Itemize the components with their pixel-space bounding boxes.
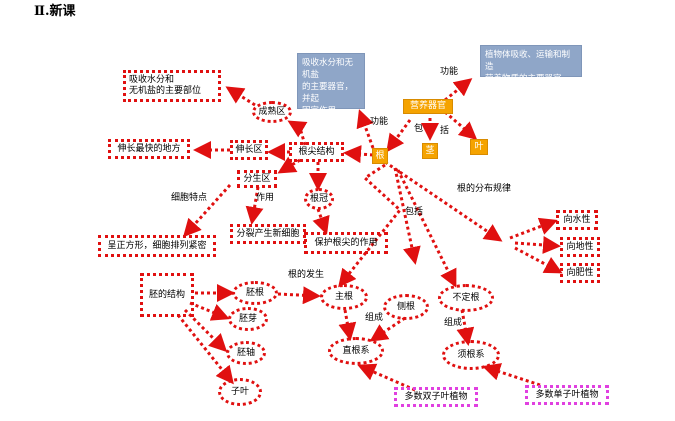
edge-root-blue [356,109,375,149]
label-compose-2: 组成 [444,318,463,328]
node-cell-feature: 呈正方形，细胞排列紧密 [98,235,216,257]
edge-root-main [338,163,403,288]
node-elong-zone: 伸长区 [230,140,268,160]
node-split-cells: 分裂产生新细胞 [230,224,306,244]
label-root-origin: 根的发生 [288,270,325,280]
edge-cap-protect [312,208,330,235]
node-absorb-water: 吸收水分和 无机盐的主要部位 [123,70,221,102]
node-root: 根 [372,148,388,164]
label-cell-char: 细胞特点 [171,193,208,203]
edge-veg-blue [444,78,473,102]
info-vegetative-function: 植物体吸收、运输和制造 营养物质的主要器官 [480,45,582,84]
edge-dist-fert [514,246,563,274]
info-vegetative-function-text: 植物体吸收、运输和制造 营养物质的主要器官 [485,50,571,84]
edge-lateral-taproot [369,316,406,342]
edge-monocot-fibrous [482,363,541,387]
node-fibrous-system: 须根系 [442,340,500,370]
label-include-2: 括 [440,126,450,136]
edge-tip-mature [287,120,308,146]
info-root-function: 吸收水分和无机盐 的主要器官，并起 固定作用 [297,53,365,116]
edge-veg-root [386,119,412,153]
node-mature-zone: 成熟区 [252,101,292,123]
edge-root-tip [343,145,374,164]
node-plumule: 胚芽 [228,307,268,331]
edge-dicot-taproot [357,363,416,392]
info-root-function-text: 吸收水分和无机盐 的主要器官，并起 固定作用 [302,58,354,116]
node-taproot-system: 直根系 [328,337,384,365]
edge-embryo-cotyledon [176,314,234,385]
edge-dist-water [509,217,558,240]
edge-dist-geo [514,235,561,254]
node-hydrotropism: 向水性 [556,210,598,230]
edge-radicle-main [277,286,321,305]
node-meristem: 分生区 [237,170,277,188]
edge-adv-fibrous [456,309,475,346]
node-absorb-water-text: 吸收水分和 无机盐的主要部位 [129,75,202,96]
label-include-1: 包 [414,124,424,134]
node-vegetative-organ: 营养器官 [403,99,453,114]
node-geotropism: 向地性 [560,237,600,257]
node-adventitious-root: 不定根 [438,284,494,312]
node-lateral-root: 侧根 [383,294,429,320]
node-monocot: 多数单子叶植物 [525,385,609,405]
edge-mature-absorb [225,86,256,107]
node-hypocotyl: 胚轴 [226,341,266,365]
node-embryo-structure: 胚的结构 [140,273,194,317]
edge-root-lateral [393,167,421,265]
label-include-3: 包括 [405,207,424,217]
node-root-cap: 根冠 [304,188,334,210]
node-cotyledon: 子叶 [218,378,262,406]
node-root-tip: 根尖结构 [289,142,344,162]
edge-embryo-plumule [189,301,230,321]
edge-meristem-cell [182,183,232,238]
label-function-2: 功能 [370,117,389,127]
section-heading: Ⅱ.新课 [34,4,76,19]
label-compose-1: 组成 [365,313,384,323]
node-fastest: 伸长最快的地方 [108,139,190,159]
node-leaf: 叶 [470,139,488,155]
label-role: 作用 [256,193,275,203]
edge-veg-leaf [444,110,478,140]
node-stem: 茎 [422,143,438,159]
label-function-1: 功能 [440,67,459,77]
edge-tip-meristem [277,156,301,174]
edge-main-taproot [338,309,357,341]
node-dicot: 多数双子叶植物 [394,387,478,407]
node-main-root: 主根 [320,284,368,310]
node-protect-tip: 保护根尖的作用 [304,232,388,254]
label-distribution: 根的分布规律 [457,184,512,194]
edge-root-distribution [384,160,503,242]
node-radicle: 胚根 [232,281,278,305]
node-fertilizer: 向肥性 [560,263,600,283]
